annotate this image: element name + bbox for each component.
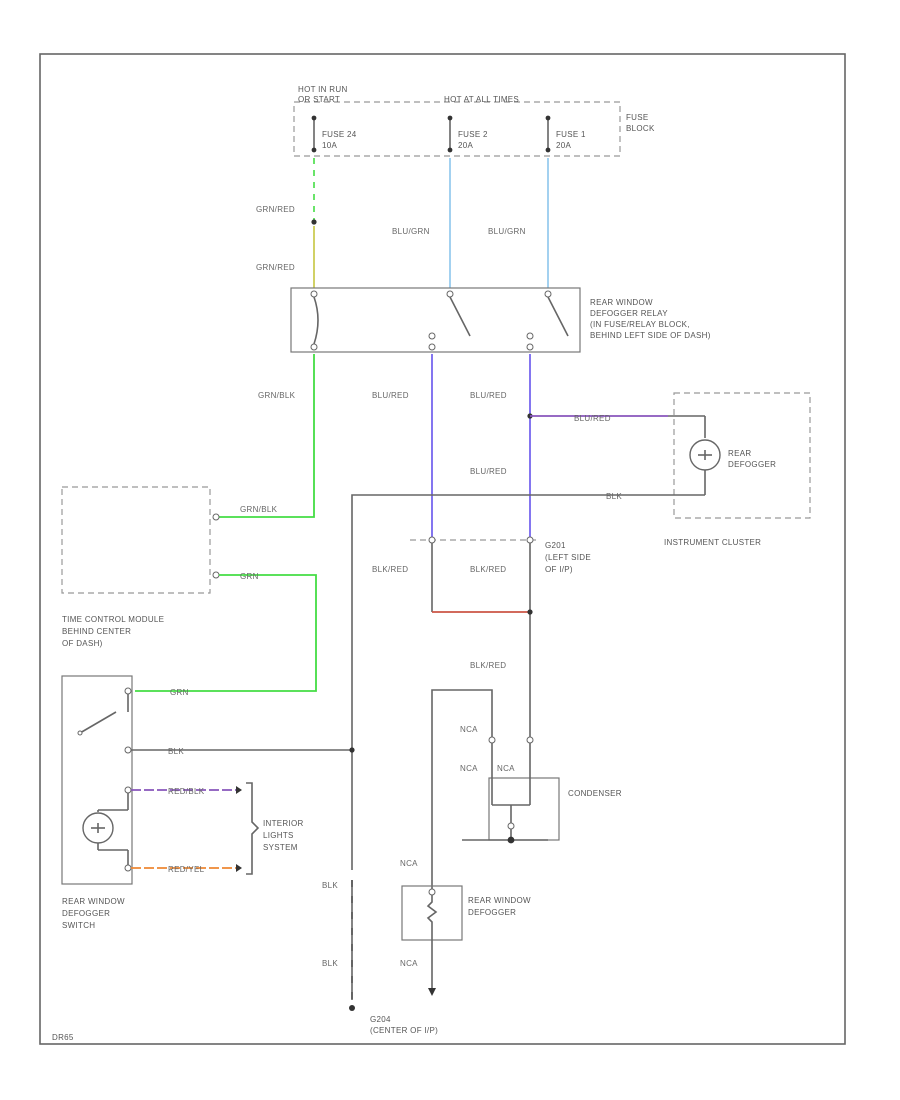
hot-in-run-label-2: OR START (298, 95, 340, 104)
fuse-2: FUSE 2 20A (447, 115, 488, 153)
wire-label-red-yel: RED/YEL (168, 865, 205, 874)
wire-label-sw-grn: GRN (170, 688, 189, 697)
relay-label-4: BEHIND LEFT SIDE OF DASH) (590, 331, 711, 340)
wire-label-blk-4: BLK (322, 959, 338, 968)
wire-label-tcm-grn: GRN (240, 572, 259, 581)
svg-text:20A: 20A (458, 141, 473, 150)
interior-label-3: SYSTEM (263, 843, 298, 852)
wire-label-red-blk: RED/BLK (168, 787, 205, 796)
switch-label-2: DEFOGGER (62, 909, 110, 918)
wire-label-grn-red-2: GRN/RED (256, 263, 295, 272)
wire-label-tcm-grn-blk: GRN/BLK (240, 505, 278, 514)
defogger-switch-internals (77, 687, 132, 872)
svg-text:10A: 10A (322, 141, 337, 150)
fuse-block-label-2: BLOCK (626, 124, 655, 133)
switch-label-1: REAR WINDOW (62, 897, 125, 906)
g204-label-1: G204 (370, 1015, 391, 1024)
svg-text:FUSE 24: FUSE 24 (322, 130, 357, 139)
fuse-block-label: FUSE (626, 113, 649, 122)
hot-in-run-label: HOT IN RUN (298, 85, 348, 94)
wire-label-blk-red-1: BLK/RED (372, 565, 408, 574)
g201-label-3: OF I/P) (545, 565, 573, 574)
interior-lights-bracket (246, 782, 260, 875)
relay-box (290, 287, 581, 353)
wire-label-blk-2: BLK (168, 747, 184, 756)
condenser-label: CONDENSER (568, 789, 622, 798)
time-control-module-box (61, 486, 211, 594)
relay-label-3: (IN FUSE/RELAY BLOCK, (590, 320, 690, 329)
wire-label-blk-1: BLK (606, 492, 622, 501)
wire-label-grn-blk: GRN/BLK (258, 391, 296, 400)
wire-label-nca-4: NCA (400, 859, 418, 868)
rear-defogger-indicator-label-1: REAR (728, 449, 751, 458)
interior-label-2: LIGHTS (263, 831, 294, 840)
wire-label-blu-red-3: BLU/RED (574, 414, 611, 423)
interior-label-1: INTERIOR (263, 819, 304, 828)
wire-label-blu-red-1: BLU/RED (372, 391, 409, 400)
wire-label-nca-2: NCA (460, 764, 478, 773)
wire-nca-loop (431, 689, 493, 892)
wire-label-nca-5: NCA (400, 959, 418, 968)
g201-label-1: G201 (545, 541, 566, 550)
relay-label-2: DEFOGGER RELAY (590, 309, 668, 318)
wire-label-nca-1: NCA (460, 725, 478, 734)
fuse-block-box (293, 101, 621, 157)
wire-label-blk-red-2: BLK/RED (470, 565, 506, 574)
wire-label-blu-grn-1: BLU/GRN (392, 227, 430, 236)
wire-label-blu-grn-2: BLU/GRN (488, 227, 526, 236)
wire-label-blk-red-3: BLK/RED (470, 661, 506, 670)
wire-label-nca-3: NCA (497, 764, 515, 773)
fuse-24: FUSE 24 10A (311, 115, 357, 153)
tcm-label-1: TIME CONTROL MODULE (62, 615, 164, 624)
wire-label-blu-red-2: BLU/RED (470, 391, 507, 400)
defogger-label-1: REAR WINDOW (468, 896, 531, 905)
svg-text:FUSE 2: FUSE 2 (458, 130, 488, 139)
fuse-1: FUSE 1 20A (545, 115, 586, 153)
wire-blk-cluster (351, 494, 668, 1000)
defogger-switch-box (61, 675, 133, 885)
rear-window-defogger-element (426, 888, 438, 996)
wire-grn-tcm-switch (135, 574, 317, 692)
wire-grn-blk (216, 354, 315, 518)
wire-label-blu-red-4: BLU/RED (470, 467, 507, 476)
rear-defogger-indicator (668, 415, 721, 496)
hot-at-all-times-label: HOT AT ALL TIMES (444, 95, 519, 104)
footer-code: DR65 (52, 1033, 74, 1042)
g201-label-2: (LEFT SIDE (545, 553, 591, 562)
switch-label-3: SWITCH (62, 921, 95, 930)
defogger-label-2: DEFOGGER (468, 908, 516, 917)
rear-defogger-indicator-label-2: DEFOGGER (728, 460, 776, 469)
tcm-label-2: BEHIND CENTER (62, 627, 131, 636)
tcm-label-3: OF DASH) (62, 639, 103, 648)
instrument-cluster-label: INSTRUMENT CLUSTER (664, 538, 761, 547)
condenser-internals (462, 736, 548, 844)
svg-text:FUSE 1: FUSE 1 (556, 130, 586, 139)
relay-label-1: REAR WINDOW (590, 298, 653, 307)
wire-label-grn-red-1: GRN/RED (256, 205, 295, 214)
relay-internals (310, 290, 569, 351)
wire-label-blk-3: BLK (322, 881, 338, 890)
condenser-box (488, 777, 560, 841)
svg-text:20A: 20A (556, 141, 571, 150)
g204-label-2: (CENTER OF I/P) (370, 1026, 438, 1035)
diagram-frame (39, 53, 846, 1045)
